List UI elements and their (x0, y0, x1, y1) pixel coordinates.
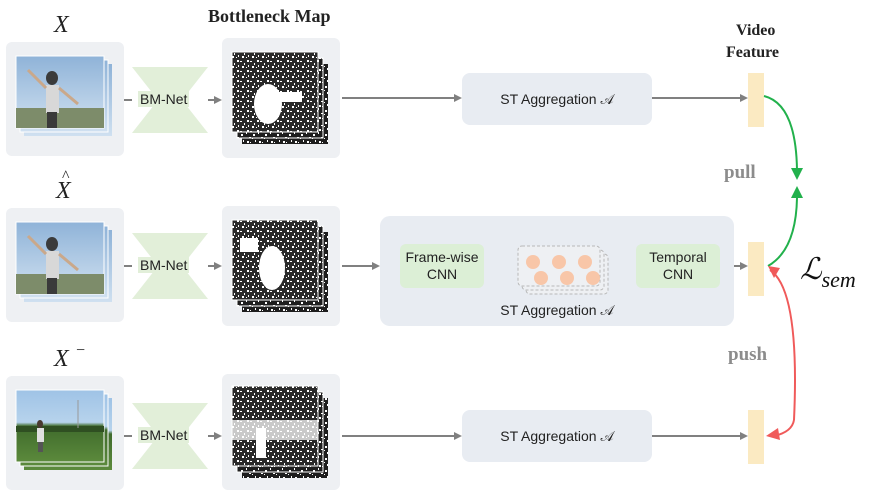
temporal-cnn-label: Temporal CNN (636, 244, 720, 288)
st-aggregation-label-1: ST Aggregation 𝒜 (500, 90, 614, 107)
bm-net-label-2: BM-Net (138, 257, 190, 273)
bottleneck-maps-3 (231, 385, 328, 478)
bm-net-label-1: BM-Net (138, 91, 190, 107)
pull-label: pull (724, 162, 756, 183)
st-aggregation-box-1 (462, 73, 652, 125)
bottleneck-maps-2 (231, 219, 328, 312)
flow-arrows (124, 94, 748, 440)
temporal-cnn-box (636, 244, 720, 288)
temporal-cnn-line1: Temporal (649, 249, 707, 265)
video-feature-bar-3 (748, 410, 764, 464)
input-symbol-neg-sup: − (76, 342, 86, 359)
video-feature-title-line1: Video (736, 22, 776, 39)
st-aggregation-label-2: ST Aggregation 𝒜 (500, 301, 614, 318)
push-label: push (728, 344, 768, 365)
video-frames-2 (15, 221, 112, 302)
input-symbol-x-neg: X (54, 346, 69, 372)
video-feature-bar-2 (748, 242, 764, 296)
frame-wise-cnn-line2: CNN (426, 266, 458, 282)
input-symbol-x: X (54, 12, 69, 38)
frame-wise-cnn-box (400, 244, 484, 288)
frame-wise-cnn-label: Frame-wise CNN (400, 244, 484, 288)
st-aggregation-label-3: ST Aggregation 𝒜 (500, 427, 614, 444)
video-frames-1 (15, 55, 112, 136)
video-feature-bar-1 (748, 73, 764, 127)
frame-wise-cnn-line1: Frame-wise (405, 249, 479, 265)
pull-arrow (763, 95, 803, 267)
video-frames-3 (15, 389, 112, 470)
input-symbol-x-hat: X (56, 178, 71, 204)
loss-subscript: sem (821, 267, 856, 292)
video-feature-title-line2: Feature (726, 44, 780, 61)
feature-map-stack (517, 245, 609, 295)
input-symbol-hat-mark: ^ (62, 168, 70, 185)
temporal-cnn-line2: CNN (662, 266, 694, 282)
loss-base: ℒ (800, 253, 822, 286)
bottleneck-maps-1 (231, 51, 328, 144)
bottleneck-map-title: Bottleneck Map (208, 6, 331, 26)
loss-symbol: ℒsem (800, 252, 856, 292)
st-aggregation-box-3 (462, 410, 652, 462)
push-arrow (766, 266, 796, 440)
bm-net-label-3: BM-Net (138, 427, 190, 443)
